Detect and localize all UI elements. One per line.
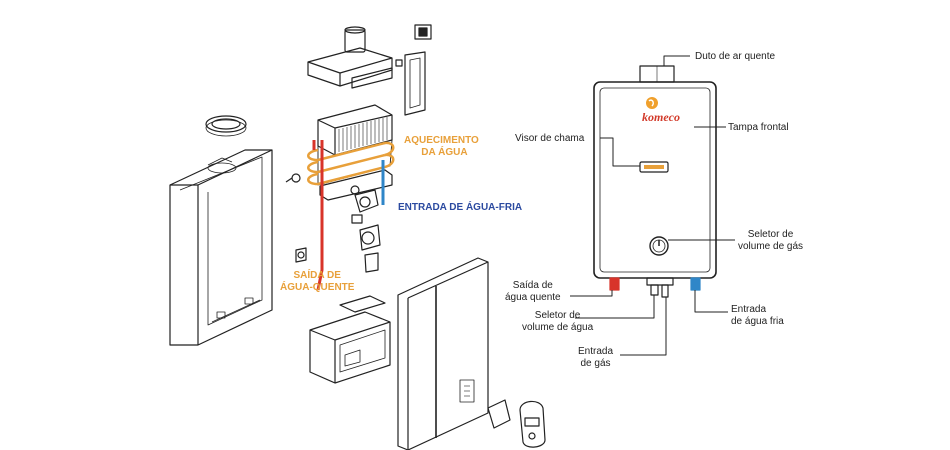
callout-gas-volume-selector: Seletor de volume de gás: [738, 229, 803, 253]
callout-hot-air-duct: Duto de ar quente: [695, 51, 776, 62]
heating-label: AQUECIMENTO DA ÁGUA: [404, 135, 479, 159]
callout-water-volume-selector: Seletor de volume de água: [522, 310, 593, 334]
callout-hot-water-outlet-line2: água quente: [505, 292, 561, 303]
heating-label-line2: DA ÁGUA: [421, 147, 468, 158]
callout-hot-water-outlet: Saída de água quente: [505, 280, 561, 304]
callout-water-volume-selector-line2: volume de água: [522, 322, 594, 333]
callout-gas-volume-selector-line2: volume de gás: [738, 241, 804, 252]
small-bracket: [414, 24, 432, 40]
callout-flame-window: Visor de chama: [515, 133, 585, 144]
flame-window: [639, 161, 669, 173]
callout-cold-water-inlet-line1: Entrada: [731, 304, 767, 315]
combustion-chamber: [309, 311, 391, 384]
callout-water-volume-selector-line1: Seletor de: [534, 310, 581, 321]
hot-water-pipe: [312, 140, 324, 291]
callout-gas-inlet: Entrada de gás: [578, 346, 613, 370]
control-panel: [487, 399, 546, 448]
chamber-lid: [339, 295, 386, 313]
callout-cold-water-inlet-line2: de água fria: [731, 316, 784, 327]
callout-leader-lines: [570, 55, 735, 356]
hot-outlet-label-line2: ÁGUA-QUENTE: [280, 282, 355, 293]
front-cover-panel: [397, 257, 489, 450]
burner-base: [319, 169, 393, 201]
callout-hot-water-outlet-line1: Saída de: [512, 280, 553, 291]
hot-outlet-label-line1: SAÍDA DE: [293, 270, 341, 281]
baffle-plate: [351, 67, 393, 89]
callout-gas-inlet-line2: de gás: [580, 358, 611, 369]
brand-logo-mark: [646, 97, 658, 109]
brand-name: komeco: [642, 110, 680, 124]
bottom-fittings: [609, 277, 701, 298]
callout-cold-water-inlet: Entrada de água fria: [731, 304, 784, 328]
callout-gas-inlet-line1: Entrada: [578, 346, 614, 357]
gas-valve-parts: [285, 173, 381, 273]
hot-air-duct: [639, 65, 675, 83]
callout-gas-volume-selector-line1: Seletor de: [747, 229, 794, 240]
hot-outlet-label: SAÍDA DE ÁGUA-QUENTE: [280, 270, 354, 294]
gasket-ring: [205, 115, 247, 137]
callout-front-cover: Tampa frontal: [728, 122, 789, 133]
heating-coils: [307, 141, 395, 186]
cold-inlet-label: ENTRADA DE ÁGUA-FRIA: [398, 202, 523, 213]
side-bracket: [395, 51, 426, 116]
heating-label-line1: AQUECIMENTO: [404, 135, 479, 146]
exhaust-hood: [307, 26, 393, 87]
gas-volume-knob: [649, 236, 669, 256]
back-housing: [169, 149, 273, 346]
